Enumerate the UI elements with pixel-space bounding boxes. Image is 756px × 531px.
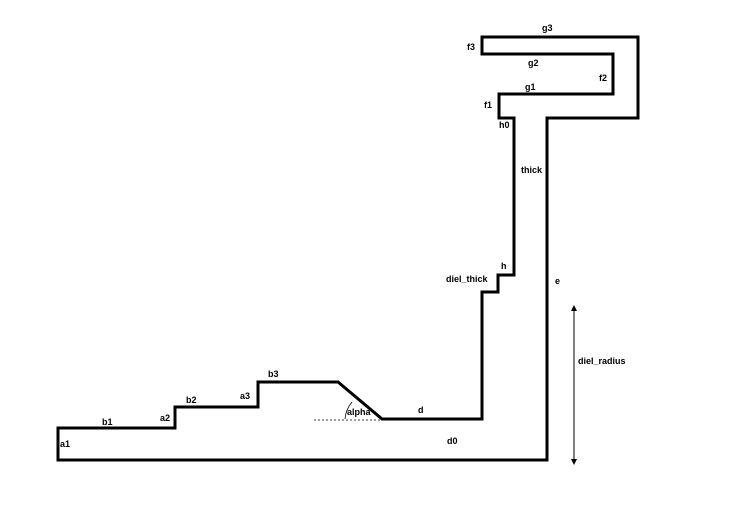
structure-outline [56,35,640,462]
label-h0: h0 [499,120,510,130]
label-a2: a2 [160,413,170,423]
label-diel-thick: diel_thick [446,274,489,284]
label-f3: f3 [467,42,475,52]
label-d0: d0 [447,436,458,446]
label-a1: a1 [60,439,70,449]
label-a3: a3 [240,391,250,401]
label-f1: f1 [484,100,492,110]
label-b3: b3 [268,369,279,379]
label-b2: b2 [186,395,197,405]
label-alpha: alpha [347,407,372,417]
label-g3: g3 [542,23,553,33]
label-f2: f2 [599,73,607,83]
label-e: e [555,276,560,286]
label-d: d [418,405,424,415]
alpha-angle-arc [344,401,353,420]
label-b1: b1 [102,417,113,427]
label-g2: g2 [528,58,539,68]
label-thick: thick [521,165,543,175]
label-diel-radius: diel_radius [578,356,626,366]
label-h: h [501,261,507,271]
label-g1: g1 [525,82,536,92]
